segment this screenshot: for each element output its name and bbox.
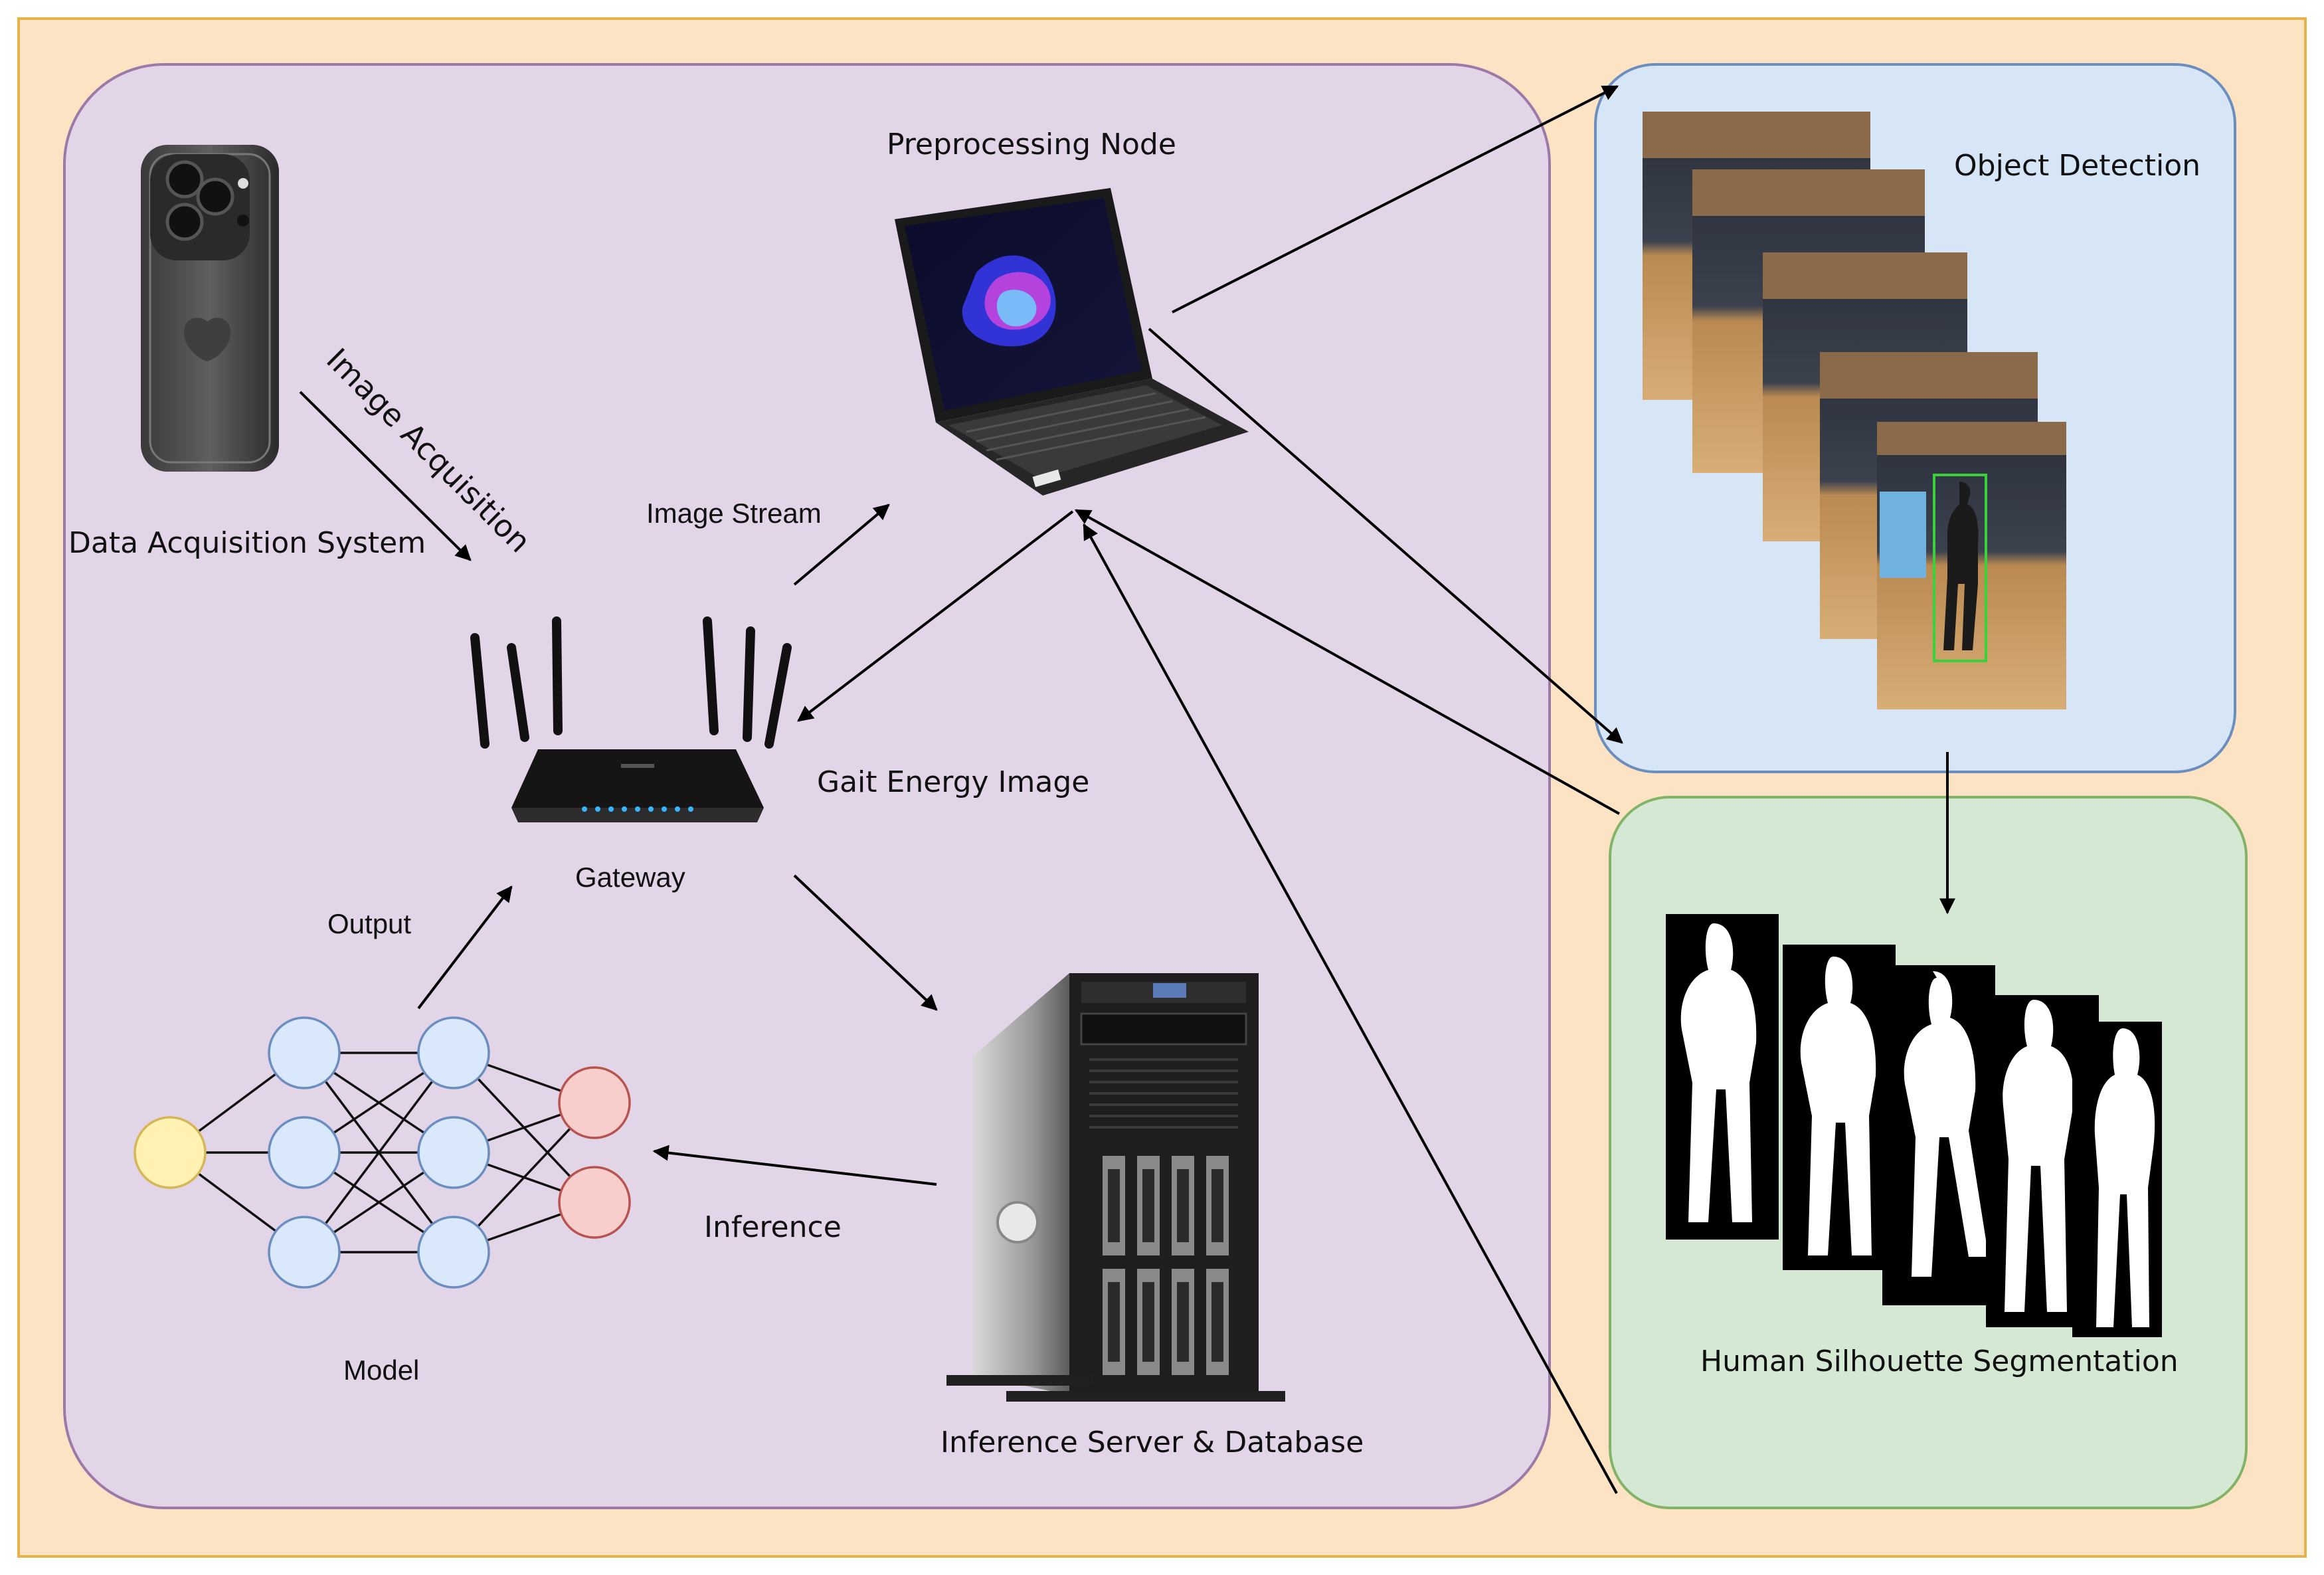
server-tower-icon: [946, 973, 1285, 1402]
data-acquisition-system-label: Data Acquisition System: [68, 526, 426, 560]
hidden-node: [417, 1116, 490, 1189]
inference-server-database-label: Inference Server & Database: [940, 1426, 1364, 1459]
flow-arrows: [299, 85, 1955, 1494]
inference-label: Inference: [704, 1210, 842, 1244]
hidden-node: [417, 1016, 490, 1089]
arrow-image-acquisition: [299, 391, 472, 561]
edge-system-panel: [63, 63, 1551, 1509]
arrow-segmentation-bottom-to-laptop: [1083, 523, 1618, 1494]
arrow-laptop-to-detection: [1172, 85, 1619, 314]
smartphone-icon: [141, 145, 279, 472]
hidden-node: [268, 1216, 341, 1289]
hidden-node: [268, 1116, 341, 1189]
gait-energy-image-label: Gait Energy Image: [817, 765, 1090, 799]
arrow-gateway-to-server: [793, 874, 938, 1011]
arrow-gait-energy-image: [797, 510, 1074, 722]
gateway-label: Gateway: [575, 862, 685, 893]
network-nodes: [134, 1016, 631, 1289]
human-silhouette-segmentation-label: Human Silhouette Segmentation: [1700, 1344, 2179, 1378]
output-node: [558, 1166, 631, 1239]
output-node: [558, 1066, 631, 1139]
hidden-node: [417, 1216, 490, 1289]
input-node: [134, 1116, 207, 1189]
router-icon: [470, 616, 792, 822]
image-stream-label: Image Stream: [646, 498, 822, 529]
detection-frames: [1643, 112, 2066, 709]
arrow-output: [417, 885, 513, 1010]
laptop-icon: [895, 188, 1249, 496]
arrow-segmentation-to-laptop: [1074, 509, 1620, 815]
preprocessing-node-label: Preprocessing Node: [887, 128, 1176, 161]
arrow-inference: [652, 1145, 937, 1186]
output-label: Output: [327, 908, 412, 939]
object-detection-label: Object Detection: [1954, 149, 2201, 183]
arrow-laptop-to-detection-lower: [1148, 327, 1623, 744]
model-label: Model: [343, 1354, 420, 1386]
arrow-image-stream: [793, 504, 890, 586]
hidden-node: [268, 1016, 341, 1089]
silhouette-frames: [1666, 914, 2162, 1337]
